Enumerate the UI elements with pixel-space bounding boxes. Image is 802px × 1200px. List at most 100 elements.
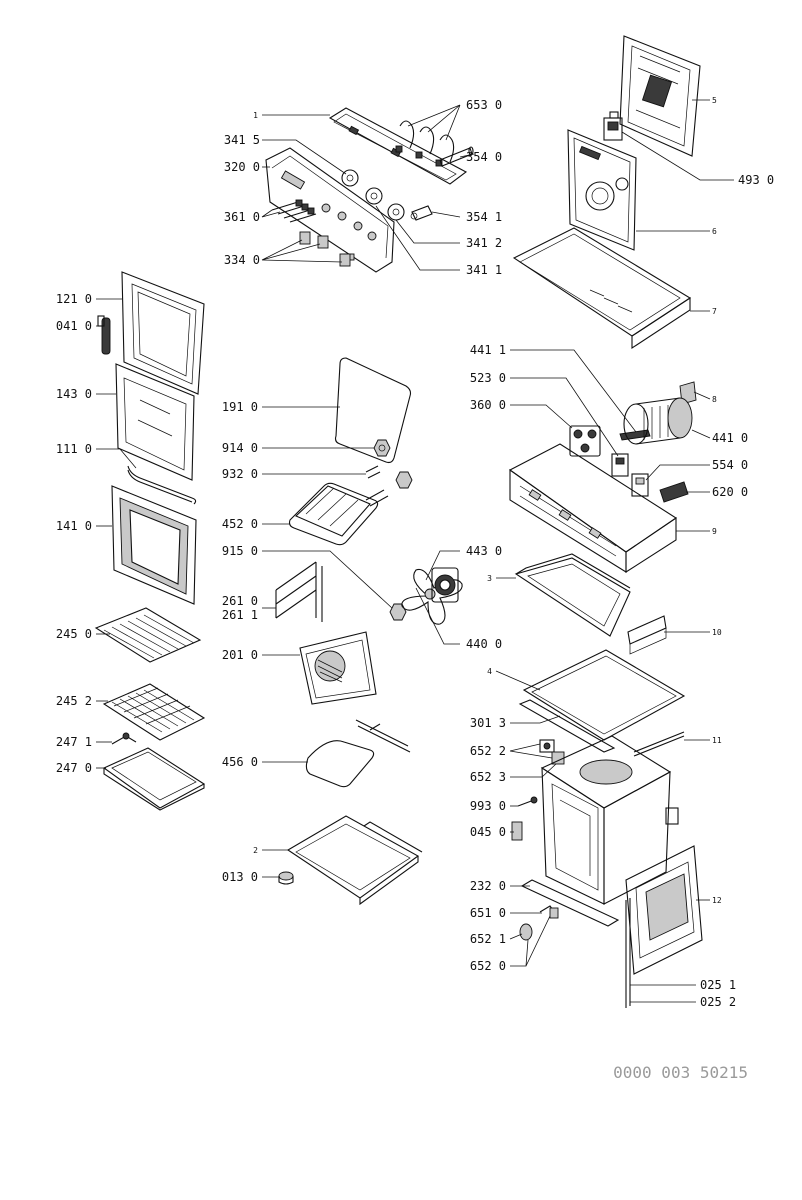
label-354-0: 354 0 (466, 150, 502, 164)
label-261-1: 261 1 (222, 608, 258, 622)
label-121-0: 121 0 (56, 292, 92, 306)
part-191-0-seal (334, 357, 412, 464)
part-653-0-wiring (395, 120, 455, 167)
part-013-0-foot (278, 871, 294, 885)
part-121-0-door-frame (121, 271, 205, 395)
label-360-0: 360 0 (470, 398, 506, 412)
label-523-0: 523 0 (470, 371, 506, 385)
label-651-0: 651 0 (470, 906, 506, 920)
part-11-rod (633, 731, 685, 757)
part-5-rear-insulation (619, 35, 701, 157)
part-245-0-grid-shelf (94, 607, 202, 663)
label-443-0: 443 0 (466, 544, 502, 558)
label-620-0: 620 0 (712, 485, 748, 499)
label-3: 3 (487, 574, 492, 583)
label-554-0: 554 0 (712, 458, 748, 472)
label-7: 7 (712, 307, 717, 316)
label-361-0: 361 0 (224, 210, 260, 224)
label-232-0: 232 0 (470, 879, 506, 893)
label-441-0: 441 0 (712, 431, 748, 445)
label-247-1: 247 1 (56, 735, 92, 749)
label-301-3: 301 3 (470, 716, 506, 730)
label-993-0: 993 0 (470, 799, 506, 813)
label-341-2: 341 2 (466, 236, 502, 250)
label-11: 11 (712, 736, 722, 745)
label-045-0: 045 0 (470, 825, 506, 839)
label-245-0: 245 0 (56, 627, 92, 641)
part-301-3-strip (518, 699, 616, 753)
label-341-5: 341 5 (224, 133, 260, 147)
label-1: 1 (253, 111, 258, 120)
part-354-1-spindle (410, 205, 433, 221)
label-025-2: 025 2 (700, 995, 736, 1009)
part-6-rear-wall (567, 129, 637, 251)
part-2-bottom-plate (286, 815, 423, 906)
label-245-2: 245 2 (56, 694, 92, 708)
part-247-0-baking-tray (102, 747, 206, 811)
label-247-0: 247 0 (56, 761, 92, 775)
part-441-0-tangential-fan (623, 397, 693, 445)
part-261-shelf-supports (275, 561, 323, 622)
label-653-0: 653 0 (466, 98, 502, 112)
label-452-0: 452 0 (222, 517, 258, 531)
part-245-2-rack (102, 683, 206, 741)
label-354-1: 354 1 (466, 210, 502, 224)
part-456-0-grill-element (305, 719, 411, 788)
label-914-0: 914 0 (222, 441, 258, 455)
part-025-trim (625, 898, 631, 1008)
part-4-cavity-top (522, 649, 686, 741)
part-143-0-inner-glass (115, 363, 195, 481)
part-554-0-switch (631, 473, 649, 497)
part-443-0-fan-motor (431, 567, 459, 603)
part-10-bracket (627, 615, 667, 655)
label-652-0: 652 0 (470, 959, 506, 973)
part-523-0-terminal (611, 453, 629, 477)
label-12: 12 (712, 896, 722, 905)
part-932-0-screws (365, 465, 413, 489)
part-993-0-screw (517, 796, 538, 807)
label-932-0: 932 0 (222, 467, 258, 481)
part-12-side-panel (625, 845, 703, 975)
part-7-top-cover (512, 227, 692, 350)
drawing-reference-number: 0000 003 50215 (613, 1063, 748, 1082)
label-141-0: 141 0 (56, 519, 92, 533)
label-915-0: 915 0 (222, 544, 258, 558)
part-247-1-handle (111, 732, 137, 745)
part-labels: 1 653 0 341 5 320 0 354 0 361 0 354 1 34… (56, 96, 774, 1009)
part-652-2-lamp (539, 739, 555, 753)
part-141-0-outer-glass (111, 485, 197, 605)
label-334-0: 334 0 (224, 253, 260, 267)
label-341-1: 341 1 (466, 263, 502, 277)
part-493-0-relay (603, 111, 623, 141)
label-8: 8 (712, 395, 717, 404)
part-111-0-handle (127, 465, 197, 505)
label-4: 4 (487, 667, 492, 676)
label-440-0: 440 0 (466, 637, 502, 651)
part-334-0-clips (299, 231, 351, 267)
label-6: 6 (712, 227, 717, 236)
label-5: 5 (712, 96, 717, 105)
part-232-0-seal-strip (520, 879, 620, 927)
part-3-fan-duct (514, 553, 631, 637)
label-025-1: 025 1 (700, 978, 736, 992)
label-2: 2 (253, 846, 258, 855)
part-341-knobs (341, 169, 405, 221)
part-914-0-nut (373, 439, 391, 457)
part-620-0-connector (659, 481, 689, 503)
part-652-1-lamp-glass (519, 923, 533, 941)
leader-lines (96, 99, 734, 1003)
part-201-0-fan-cover (299, 631, 377, 705)
part-361-0-switch-pins (271, 199, 317, 223)
label-441-1: 441 1 (470, 343, 506, 357)
label-201-0: 201 0 (222, 648, 258, 662)
part-452-0-heating-element (288, 482, 389, 546)
label-456-0: 456 0 (222, 755, 258, 769)
label-9: 9 (712, 527, 717, 536)
part-9-electronics-housing (508, 443, 677, 574)
label-191-0: 191 0 (222, 400, 258, 414)
part-045-0-latch (511, 821, 523, 841)
label-261-0: 261 0 (222, 594, 258, 608)
label-652-1: 652 1 (470, 932, 506, 946)
label-652-3: 652 3 (470, 770, 506, 784)
